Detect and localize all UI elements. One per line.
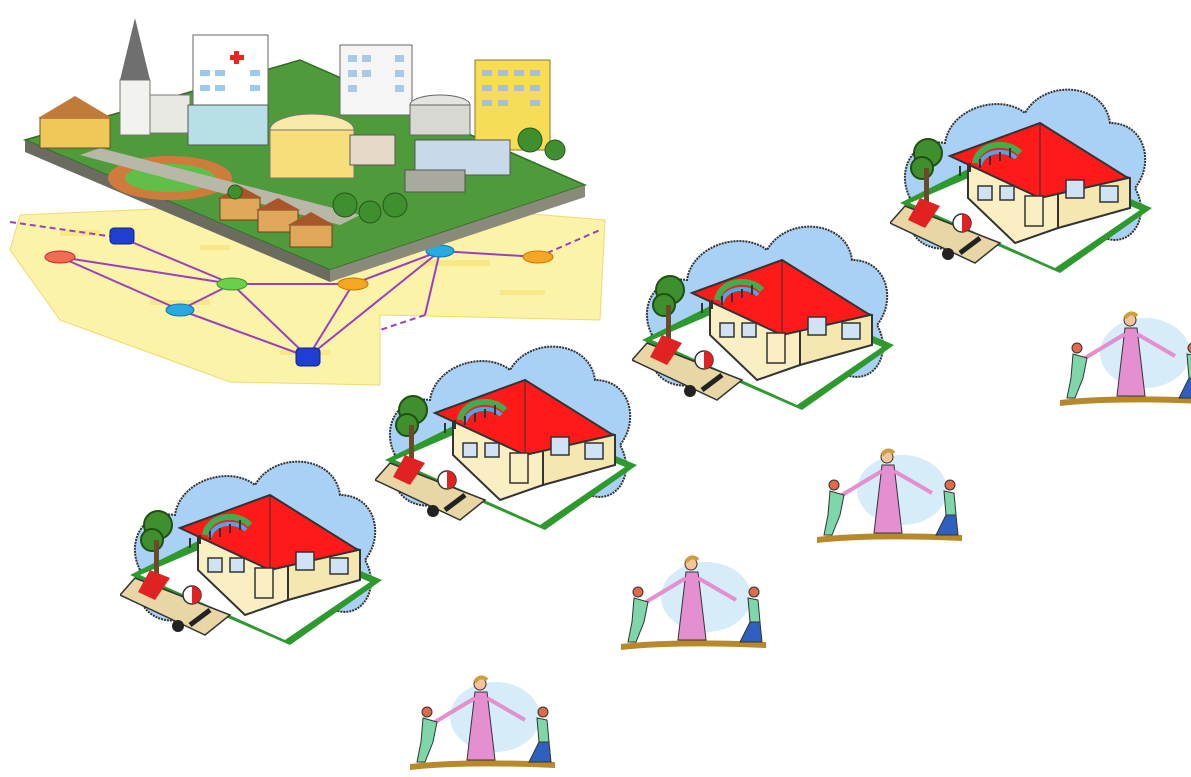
house-on-cloud-image bbox=[375, 325, 645, 555]
house-illustration bbox=[120, 440, 390, 670]
house-illustration bbox=[632, 205, 902, 435]
house-illustration bbox=[890, 68, 1160, 298]
house-on-cloud-image bbox=[632, 205, 902, 435]
family-illustration bbox=[405, 672, 565, 772]
woman-pulled-by-children-image bbox=[616, 552, 776, 652]
woman-pulled-by-children-image bbox=[1055, 308, 1191, 408]
family-illustration bbox=[616, 552, 776, 652]
woman-pulled-by-children-image bbox=[405, 672, 565, 772]
house-on-cloud-image bbox=[890, 68, 1160, 298]
house-on-cloud-image bbox=[120, 440, 390, 670]
family-illustration bbox=[1055, 308, 1191, 408]
house-illustration bbox=[375, 325, 645, 555]
family-illustration bbox=[812, 445, 972, 545]
woman-pulled-by-children-image bbox=[812, 445, 972, 545]
